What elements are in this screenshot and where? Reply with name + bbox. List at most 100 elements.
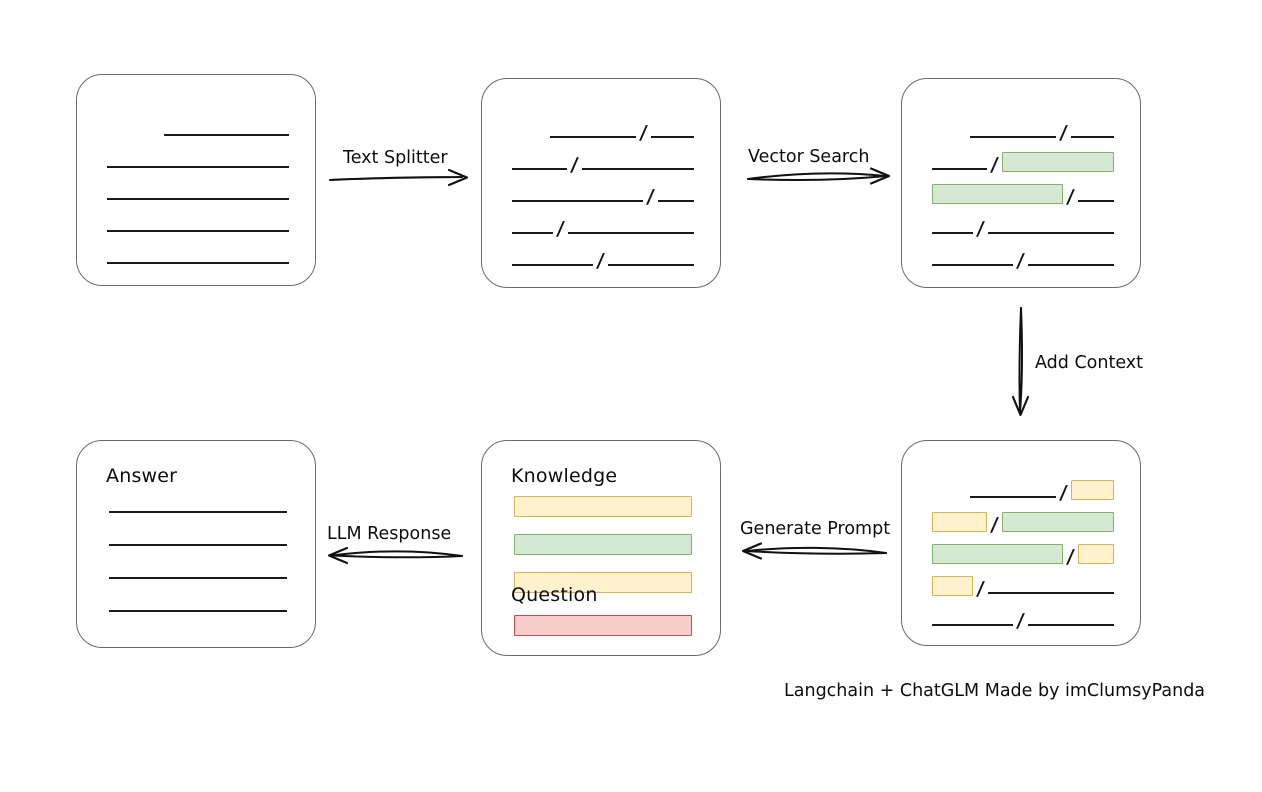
answer-text-line bbox=[109, 544, 287, 546]
text-line bbox=[969, 496, 1056, 498]
document-row bbox=[107, 203, 289, 235]
document-row: / bbox=[932, 597, 1114, 632]
answer-text-line bbox=[109, 511, 287, 513]
card-prompt[interactable]: Knowledge Question bbox=[481, 440, 721, 656]
document-row: / bbox=[512, 237, 694, 272]
arrow-label-add-context: Add Context bbox=[1035, 353, 1143, 373]
slash-separator: / bbox=[638, 122, 649, 144]
prompt-chunk-yellow bbox=[514, 496, 692, 517]
text-line bbox=[549, 136, 636, 138]
text-line bbox=[512, 232, 553, 234]
arrow-text-splitter bbox=[328, 168, 469, 187]
document-row bbox=[107, 235, 289, 267]
document-row: / bbox=[512, 141, 694, 176]
card-split-chunks[interactable]: / / / / / bbox=[481, 78, 721, 288]
text-line bbox=[512, 200, 644, 202]
card-context-chunks[interactable]: ///// bbox=[901, 440, 1141, 646]
document-row: / bbox=[512, 173, 694, 208]
arrow-label-generate-prompt: Generate Prompt bbox=[740, 519, 891, 539]
text-line bbox=[987, 232, 1114, 234]
slash-separator: / bbox=[975, 218, 985, 240]
highlight-chunk-green bbox=[932, 544, 1063, 564]
prompt-chunk-yellow bbox=[514, 572, 692, 593]
answer-lines bbox=[109, 511, 287, 615]
text-line bbox=[607, 264, 694, 266]
slash-separator: / bbox=[570, 154, 580, 176]
text-line bbox=[932, 624, 1013, 626]
text-line bbox=[1078, 200, 1114, 202]
slash-separator: / bbox=[989, 154, 1000, 176]
slash-separator: / bbox=[1058, 482, 1069, 504]
document-row: / bbox=[932, 141, 1114, 176]
text-line bbox=[107, 166, 289, 168]
text-line bbox=[1027, 264, 1114, 266]
text-line bbox=[164, 134, 289, 136]
text-line bbox=[107, 198, 289, 200]
slash-separator: / bbox=[975, 578, 986, 600]
document-row bbox=[107, 171, 289, 203]
slash-separator: / bbox=[595, 250, 606, 272]
text-line bbox=[512, 168, 568, 170]
document-row: / bbox=[932, 565, 1114, 600]
document-row: / bbox=[932, 109, 1114, 144]
document-row: / bbox=[932, 501, 1114, 536]
arrow-llm-response bbox=[327, 546, 463, 565]
slash-separator: / bbox=[1015, 610, 1026, 632]
highlight-chunk-green bbox=[1002, 152, 1114, 172]
document-row: / bbox=[932, 205, 1114, 240]
arrow-label-vector-search: Vector Search bbox=[748, 147, 870, 167]
context-chunks-rows: ///// bbox=[932, 469, 1115, 632]
text-line bbox=[650, 136, 694, 138]
text-line bbox=[567, 232, 694, 234]
arrow-label-llm-response: LLM Response bbox=[327, 524, 452, 544]
text-line bbox=[932, 232, 973, 234]
text-line bbox=[969, 136, 1056, 138]
text-line bbox=[582, 168, 694, 170]
text-line bbox=[107, 262, 289, 264]
document-row bbox=[107, 107, 289, 139]
highlight-chunk-green bbox=[1002, 512, 1114, 532]
slash-separator: / bbox=[645, 186, 656, 208]
slash-separator: / bbox=[990, 514, 1000, 536]
slash-separator: / bbox=[1065, 186, 1076, 208]
highlight-chunk-green bbox=[932, 184, 1064, 204]
slash-separator: / bbox=[1058, 122, 1069, 144]
document-row: / bbox=[932, 469, 1115, 504]
slash-separator: / bbox=[1015, 250, 1026, 272]
answer-text-line bbox=[109, 610, 287, 612]
prompt-chunk-red bbox=[514, 615, 692, 636]
document-row bbox=[107, 139, 289, 171]
document-row: / bbox=[932, 533, 1114, 568]
arrow-label-text-splitter: Text Splitter bbox=[343, 148, 448, 168]
highlight-chunk-yellow bbox=[1070, 480, 1115, 500]
question-label: Question bbox=[511, 584, 598, 606]
highlight-chunk-yellow bbox=[932, 576, 973, 596]
text-line bbox=[512, 264, 593, 266]
text-line bbox=[658, 200, 694, 202]
answer-text-line bbox=[109, 577, 287, 579]
document-row: / bbox=[932, 173, 1114, 208]
text-line bbox=[987, 592, 1114, 594]
slash-separator: / bbox=[555, 218, 565, 240]
arrow-generate-prompt bbox=[741, 542, 887, 560]
document-row: / bbox=[512, 109, 694, 144]
arrow-add-context bbox=[1011, 307, 1030, 417]
text-line bbox=[932, 264, 1013, 266]
highlight-chunk-yellow bbox=[932, 512, 988, 532]
highlight-chunk-yellow bbox=[1077, 544, 1114, 564]
text-line bbox=[1027, 624, 1114, 626]
source-document-rows bbox=[107, 107, 289, 267]
document-row: / bbox=[512, 205, 694, 240]
matched-chunks-rows: / / / / / bbox=[932, 109, 1114, 272]
answer-label: Answer bbox=[106, 465, 178, 487]
card-answer[interactable]: Answer bbox=[76, 440, 316, 648]
text-line bbox=[932, 168, 988, 170]
prompt-chunk-green bbox=[514, 534, 692, 555]
text-line bbox=[107, 230, 289, 232]
text-line bbox=[1070, 136, 1114, 138]
document-row: / bbox=[932, 237, 1114, 272]
knowledge-pill-stack bbox=[514, 496, 692, 594]
card-source-document[interactable] bbox=[76, 74, 316, 286]
card-matched-chunks[interactable]: / / / / / bbox=[901, 78, 1141, 288]
